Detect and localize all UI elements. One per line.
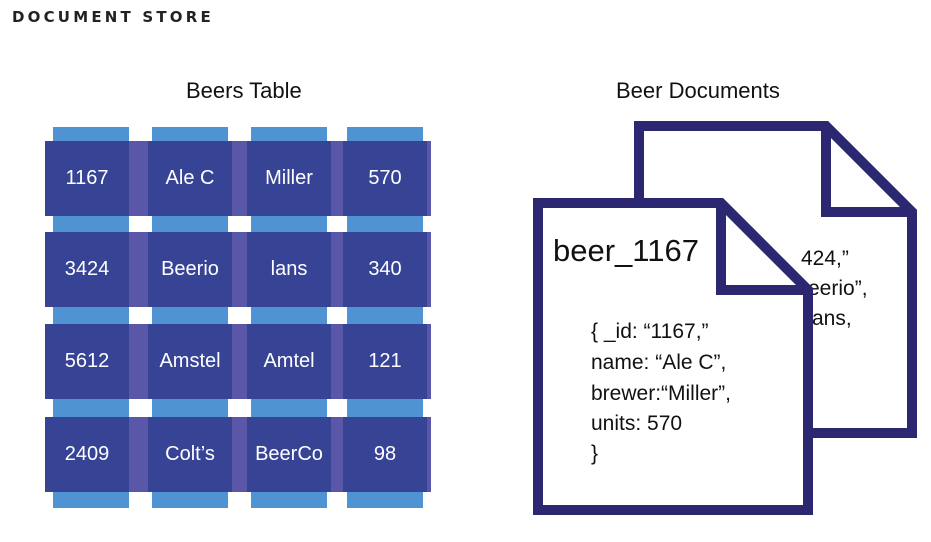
table-cell: Beerio	[148, 232, 232, 307]
back-document-line: 424,”	[801, 247, 849, 270]
front-document-line: units: 570	[591, 412, 683, 435]
beers-table-title: Beers Table	[186, 78, 302, 103]
front-document-name: beer_1167	[553, 233, 699, 268]
table-cell: 1167	[45, 141, 129, 216]
beer-documents-title: Beer Documents	[616, 78, 780, 103]
back-document-fold	[821, 126, 912, 217]
table-cell: Amstel	[148, 324, 232, 399]
page-title: DOCUMENT STORE	[12, 8, 214, 26]
table-cell: Amtel	[247, 324, 331, 399]
front-document-line: }	[591, 442, 599, 465]
front-document-fold	[716, 203, 808, 295]
back-document-line: eerio”,	[808, 277, 868, 300]
table-cell: Ale C	[148, 141, 232, 216]
front-document-line: { _id: “1167,”	[591, 320, 709, 343]
table-cell: 98	[343, 417, 427, 492]
front-document-line: brewer:“Miller”,	[591, 382, 732, 405]
table-cell: 340	[343, 232, 427, 307]
table-cell: BeerCo	[247, 417, 331, 492]
table-cell: Colt’s	[148, 417, 232, 492]
table-cell: 5612	[45, 324, 129, 399]
table-cell: 570	[343, 141, 427, 216]
front-document	[533, 198, 813, 515]
table-cell: lans	[247, 232, 331, 307]
front-document-line: name: “Ale C”,	[591, 351, 727, 374]
back-document-line: ans,	[812, 307, 852, 330]
table-cell: 121	[343, 324, 427, 399]
table-cell: Miller	[247, 141, 331, 216]
table-cell: 2409	[45, 417, 129, 492]
table-cell: 3424	[45, 232, 129, 307]
